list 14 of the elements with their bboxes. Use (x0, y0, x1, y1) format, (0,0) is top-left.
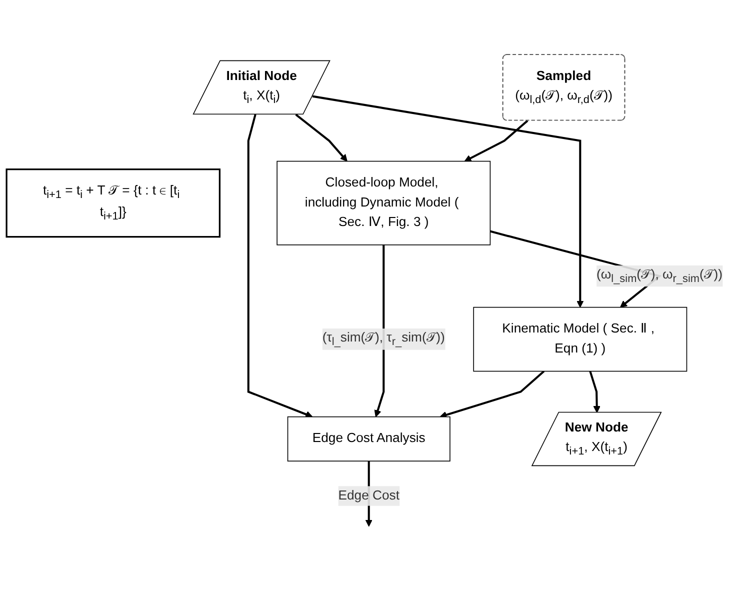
edge-label: (τ$_{l_}$sim(𝒯), τ$_{r_}$sim(𝒯)) (322, 330, 445, 348)
node-box: Kinematic Model ( Sec. Ⅱ , Eqn (1) ) (473, 306, 688, 372)
arrow (589, 370, 600, 413)
edge-label: (ω$_{l_sim}$(𝒯), ω$_{r_sim}$(𝒯)) (596, 268, 722, 284)
edge-label: Edge Cost (338, 488, 400, 502)
arrow (464, 120, 528, 162)
arrow (247, 114, 313, 418)
arrow (312, 95, 584, 308)
node-box: t$_{i+1}$ = t$_{i}$ + T 𝒯 = {t : t ∈ [t$_{i}$ t$_{i+1}$]} (6, 168, 220, 238)
arrow (295, 114, 348, 162)
arrow (440, 370, 545, 418)
node-box: Closed-loop Model, including Dynamic Model ( Sec. Ⅳ, Fig. 3 ) (276, 160, 491, 246)
arrow (374, 244, 385, 417)
node-box: Edge Cost Analysis (287, 416, 450, 462)
